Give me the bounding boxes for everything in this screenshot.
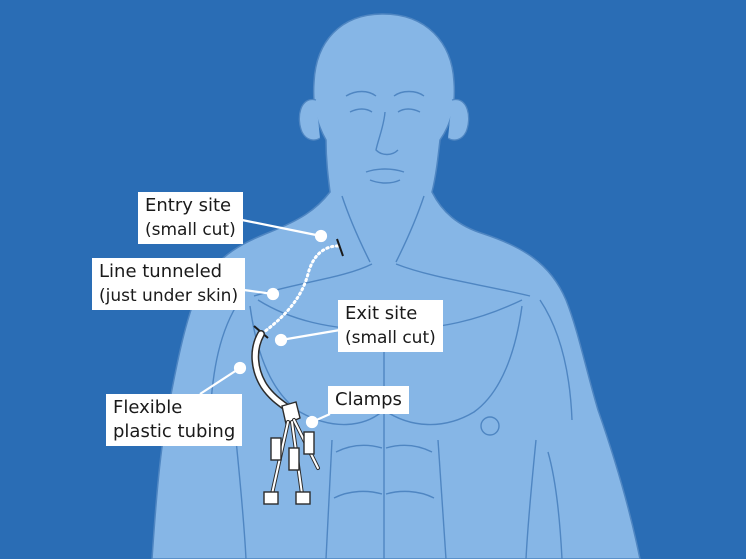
connector-2 — [295, 491, 311, 505]
clamp-2 — [288, 447, 300, 471]
entry-site-marker — [336, 238, 344, 257]
leader-lines — [199, 218, 341, 429]
clamp-3 — [303, 431, 315, 455]
nipple — [480, 416, 500, 436]
face — [345, 90, 425, 184]
body-silhouette — [151, 13, 641, 559]
flexible-tubing-line2: plastic tubing — [113, 421, 236, 442]
catheter-hub — [281, 401, 301, 425]
entry-site-title: Entry site — [145, 195, 232, 216]
entry-site-label: Entry site (small cut) — [138, 192, 243, 244]
line-tunneled-title: Line tunneled — [99, 261, 223, 282]
tunneled-line — [262, 244, 340, 334]
clamp-1 — [270, 437, 282, 461]
clamps-label: Clamps — [328, 386, 409, 414]
flexible-tubing-line1: Flexible — [113, 397, 183, 418]
line-tunneled-subtitle: (just under skin) — [99, 286, 239, 306]
clamps-title: Clamps — [335, 389, 402, 410]
exit-site-subtitle: (small cut) — [345, 328, 436, 348]
flexible-tubing-label: Flexible plastic tubing — [106, 394, 243, 446]
line-tunneled-label: Line tunneled (just under skin) — [92, 258, 246, 310]
right-ear — [447, 99, 470, 141]
exit-site-title: Exit site — [345, 303, 418, 324]
left-ear — [298, 99, 321, 141]
connector-1 — [263, 491, 279, 505]
exit-site-label: Exit site (small cut) — [338, 300, 443, 352]
entry-site-subtitle: (small cut) — [145, 220, 236, 240]
